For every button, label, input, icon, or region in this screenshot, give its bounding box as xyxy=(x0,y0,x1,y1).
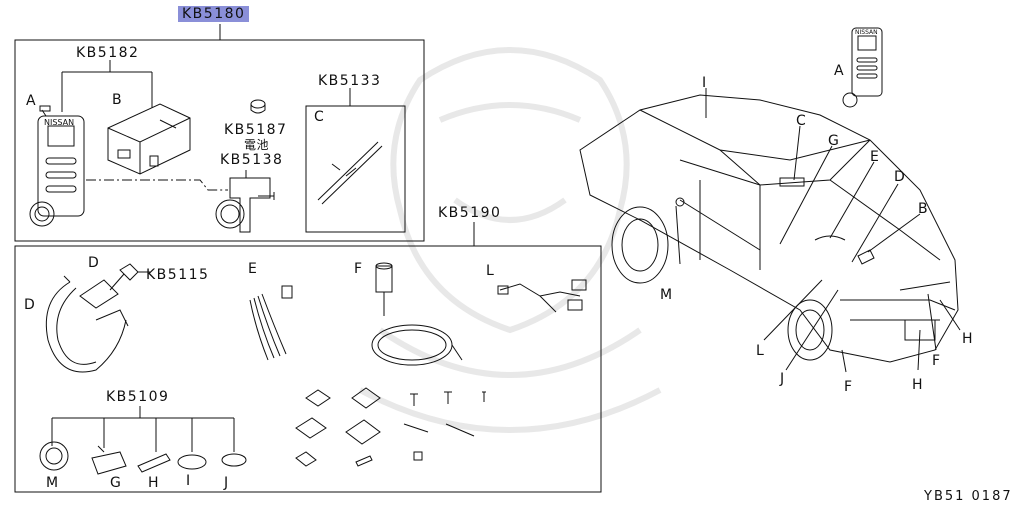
label-h-car-2: H xyxy=(962,331,974,347)
label-e-lower: E xyxy=(248,261,258,277)
battery-jp-label: 電池 xyxy=(244,138,270,152)
holder-bracket xyxy=(215,170,275,233)
code-kb5187: KB5187 xyxy=(224,122,288,138)
clip-g xyxy=(91,445,127,475)
clip-j xyxy=(221,453,247,467)
lower-parts-box xyxy=(14,245,602,493)
reference-number: YB51 0187 xyxy=(924,489,1013,504)
label-e-car: E xyxy=(870,149,880,165)
code-kb5138: KB5138 xyxy=(220,152,284,168)
code-kb5115: KB5115 xyxy=(146,267,210,283)
adhesive-pads xyxy=(295,387,381,467)
harness-l xyxy=(497,279,587,313)
brand-nissan-car: NISSAN xyxy=(855,29,878,36)
grommet-m xyxy=(39,441,69,471)
label-l-car: L xyxy=(756,343,765,359)
sensor-f xyxy=(371,262,463,366)
remote-fob-a xyxy=(29,105,85,227)
battery-cell xyxy=(250,99,266,114)
label-h-lower: H xyxy=(148,475,160,491)
remote-fob-a-car xyxy=(842,27,883,108)
label-b-car: B xyxy=(918,201,929,217)
label-d-side: D xyxy=(24,297,36,313)
clip-i xyxy=(177,454,207,470)
label-h-car-1: H xyxy=(912,377,924,393)
label-d-top: D xyxy=(88,255,100,271)
car-illustration xyxy=(579,94,959,363)
harness-d xyxy=(45,263,150,373)
main-part-code: KB5180 xyxy=(178,6,250,22)
label-g-car: G xyxy=(828,133,840,149)
label-m-car: M xyxy=(660,287,673,303)
label-j-lower: J xyxy=(224,475,229,491)
label-a-upper: A xyxy=(26,93,37,109)
antenna-wire-c xyxy=(317,141,383,205)
label-b-upper: B xyxy=(112,92,123,108)
code-kb5133: KB5133 xyxy=(318,73,382,89)
group-code-kb5182: KB5182 xyxy=(76,45,140,61)
label-f-car-2: F xyxy=(932,353,941,369)
label-d-car: D xyxy=(894,169,906,185)
wire-bundle-e xyxy=(249,285,293,361)
label-j-car: J xyxy=(780,371,785,387)
label-g-lower: G xyxy=(110,475,122,491)
upper-parts-box xyxy=(14,39,425,242)
label-c-upper: C xyxy=(314,109,325,125)
label-i-car: I xyxy=(702,75,707,91)
car-callout-lines xyxy=(675,88,961,373)
label-c-car: C xyxy=(796,113,807,129)
code-kb5109: KB5109 xyxy=(106,389,170,405)
brand-nissan-upper: NISSAN xyxy=(44,118,75,127)
antenna-sub-box xyxy=(305,105,406,233)
control-unit-b xyxy=(107,103,191,175)
label-f-car-1: F xyxy=(844,379,853,395)
label-m-lower: M xyxy=(46,475,59,491)
clip-h xyxy=(137,453,171,473)
screws-and-ties xyxy=(403,391,486,461)
label-f-lower: F xyxy=(354,261,363,277)
label-a-car: A xyxy=(834,63,845,79)
label-i-lower: I xyxy=(186,473,191,489)
label-l-lower: L xyxy=(486,263,495,279)
group-code-kb5190: KB5190 xyxy=(438,205,502,221)
